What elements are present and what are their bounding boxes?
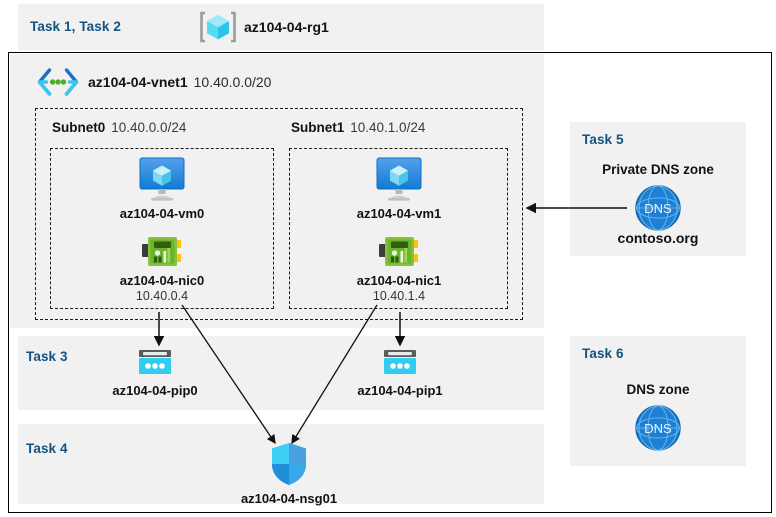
virtual-machine-icon <box>374 156 424 202</box>
task-6-label: Task 6 <box>582 346 624 361</box>
nic1-ip: 10.40.1.4 <box>372 289 426 303</box>
pip1-node: az104-04-pip1 <box>343 348 457 398</box>
svg-text:DNS: DNS <box>644 201 672 216</box>
subnet0-name: Subnet0 <box>52 120 106 135</box>
network-security-group-icon <box>268 441 310 487</box>
svg-text:DNS: DNS <box>644 421 672 436</box>
subnet1-name: Subnet1 <box>291 120 345 135</box>
pip0-name: az104-04-pip0 <box>112 383 198 398</box>
task-1-2-label: Task 1, Task 2 <box>30 19 121 34</box>
public-ip-address-icon <box>380 348 420 378</box>
subnet1-title-row: Subnet1 10.40.1.0/24 <box>291 120 425 135</box>
network-interface-icon <box>140 234 184 270</box>
subnet0-title-row: Subnet0 10.40.0.0/24 <box>52 120 186 135</box>
vnet-title-row: az104-04-vnet1 10.40.0.0/20 <box>88 74 271 90</box>
pip0-node: az104-04-pip0 <box>98 348 212 398</box>
public-dns-heading: DNS zone <box>626 382 690 397</box>
virtual-machine-icon <box>137 156 187 202</box>
vm0-node: az104-04-vm0 <box>102 156 222 221</box>
nsg-node: az104-04-nsg01 <box>222 441 356 506</box>
nic0-name: az104-04-nic0 <box>119 273 205 288</box>
vnet-panel <box>10 54 544 328</box>
nic0-ip: 10.40.0.4 <box>135 289 189 303</box>
vnet-cidr: 10.40.0.0/20 <box>193 74 272 90</box>
subnet0-cidr: 10.40.0.0/24 <box>111 120 187 135</box>
public-ip-address-icon <box>135 348 175 378</box>
public-dns-icon-wrap: DNS <box>630 404 686 452</box>
private-dns-heading: Private DNS zone <box>602 162 714 177</box>
nic0-node: az104-04-nic0 10.40.0.4 <box>102 234 222 303</box>
subnet1-cidr: 10.40.1.0/24 <box>350 120 426 135</box>
nic1-name: az104-04-nic1 <box>356 273 442 288</box>
private-dns-zone-name: contoso.org <box>617 230 699 246</box>
resource-group-icon <box>199 8 237 46</box>
task-3-band <box>18 336 544 410</box>
pip1-name: az104-04-pip1 <box>357 383 443 398</box>
task-4-label: Task 4 <box>26 441 68 456</box>
subnet0-box <box>50 148 274 309</box>
nic1-node: az104-04-nic1 10.40.1.4 <box>339 234 459 303</box>
task-3-label: Task 3 <box>26 349 68 364</box>
nsg-name: az104-04-nsg01 <box>240 491 338 506</box>
vm0-name: az104-04-vm0 <box>119 206 205 221</box>
private-dns-icon-wrap: DNS <box>630 184 686 232</box>
virtual-network-icon <box>36 68 80 96</box>
resource-group-name: az104-04-rg1 <box>244 19 329 35</box>
vnet-name: az104-04-vnet1 <box>88 74 188 90</box>
vm1-name: az104-04-vm1 <box>356 206 442 221</box>
subnet1-box <box>289 148 508 309</box>
vm1-node: az104-04-vm1 <box>339 156 459 221</box>
subnets-container <box>35 108 523 320</box>
network-interface-icon <box>377 234 421 270</box>
task-5-label: Task 5 <box>582 132 624 147</box>
task-1-2-band <box>18 4 544 50</box>
